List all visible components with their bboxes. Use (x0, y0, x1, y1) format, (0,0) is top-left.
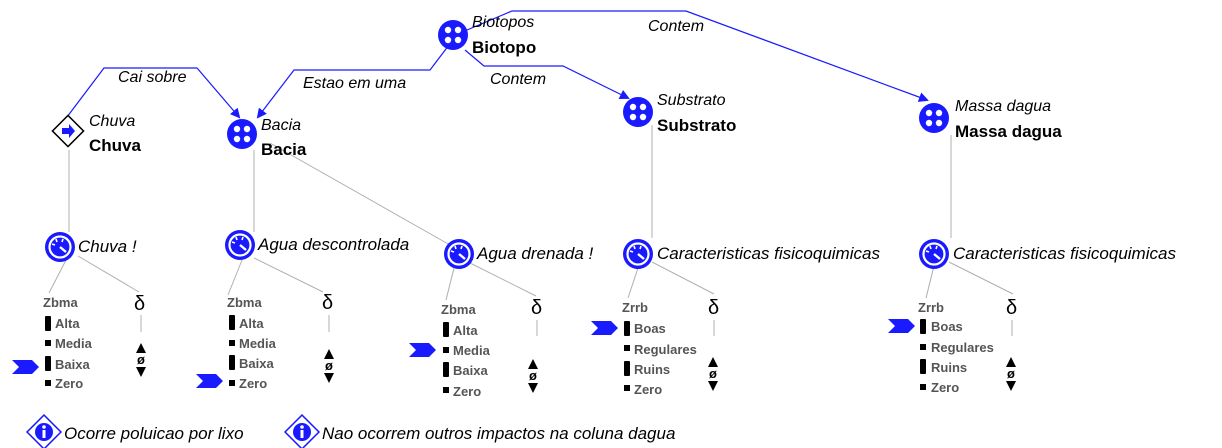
relation-label: Estao em uma (303, 75, 407, 92)
state-label: Baixa (453, 363, 488, 378)
delta-symbol: δ (134, 293, 146, 315)
state-label: Alta (453, 323, 478, 338)
scale-name: Zbma (441, 302, 476, 317)
state-label: Media (55, 336, 92, 351)
state-marker (920, 344, 926, 350)
chuva-diamond-arrow-icon (51, 114, 85, 148)
state-label: Alta (55, 316, 80, 331)
selection-chevron-icon (12, 360, 39, 374)
evaluator-label: Agua descontrolada (258, 235, 410, 254)
state-marker (624, 345, 630, 351)
state-label: Alta (239, 316, 264, 331)
state-label: Baixa (239, 356, 274, 371)
bacia-entity-icon (227, 119, 257, 149)
relation-label: Cai sobre (118, 69, 187, 86)
evaluator-label: Caracteristicas fisicoquimicas (657, 244, 880, 263)
state-marker (229, 355, 235, 370)
state-label: Regulares (634, 342, 697, 357)
phi-symbol: ø (325, 358, 333, 373)
agua-drenada-gauge-icon (442, 237, 476, 271)
state-marker (443, 322, 449, 337)
substrato-fq-gauge-icon (621, 237, 655, 271)
evaluator-label: Agua drenada ! (477, 244, 594, 263)
node-class-label: Chuva (89, 113, 136, 130)
selection-chevron-icon (591, 321, 618, 335)
node-class-label: Substrato (657, 92, 726, 109)
state-marker (443, 362, 449, 377)
node-class-label: Massa dagua (955, 98, 1052, 115)
state-label: Boas (931, 319, 963, 334)
state-label: Regulares (931, 340, 994, 355)
state-label: Zero (931, 380, 960, 395)
node-class-label: Biotopos (472, 14, 535, 31)
state-label: Media (239, 336, 276, 351)
state-label: Zero (634, 382, 663, 397)
phi-symbol: ø (1007, 366, 1015, 381)
chuva-gauge-icon (43, 230, 77, 264)
node-name: Chuva (89, 136, 141, 155)
state-marker (45, 380, 51, 386)
scenario-label: Nao ocorrem outros impactos na coluna da… (322, 424, 676, 443)
relation-label: Contem (490, 71, 547, 88)
state-label: Ruins (634, 362, 671, 377)
state-marker (920, 359, 926, 374)
phi-symbol: ø (529, 368, 537, 383)
state-marker (45, 340, 51, 346)
substrato-entity-icon (623, 97, 653, 127)
node-name: Bacia (261, 140, 307, 159)
state-marker (229, 315, 235, 330)
relation-arrows (66, 10, 929, 119)
scale-name: Zrrb (918, 300, 944, 315)
state-marker (45, 356, 51, 371)
state-label: Media (453, 343, 490, 358)
delta-symbol: δ (322, 292, 334, 314)
evaluator-label: Chuva ! (78, 237, 137, 256)
node-name: Massa dagua (955, 122, 1062, 141)
state-marker (920, 319, 926, 334)
state-label: Boas (634, 321, 666, 336)
state-marker (443, 347, 449, 353)
relation-label: Contem (648, 18, 705, 35)
state-marker (624, 321, 630, 336)
node-name: Biotopo (472, 38, 537, 57)
phi-symbol: ø (137, 352, 145, 367)
node-class-label: Bacia (261, 117, 302, 134)
scale-name: Zbma (227, 295, 262, 310)
state-marker (45, 316, 51, 331)
state-marker (229, 340, 235, 346)
state-label: Baixa (55, 357, 90, 372)
state-label: Zero (239, 376, 268, 391)
evaluator-label: Caracteristicas fisicoquimicas (953, 244, 1176, 263)
delta-symbol: δ (1006, 297, 1018, 319)
node-name: Substrato (657, 116, 737, 135)
state-label: Ruins (931, 360, 968, 375)
delta-symbol: δ (708, 297, 720, 319)
state-marker (920, 384, 926, 390)
state-marker (229, 380, 235, 386)
selection-chevron-icon (409, 343, 436, 357)
state-marker (443, 387, 449, 393)
selection-chevron-icon (196, 374, 223, 388)
selection-chevron-icon (888, 319, 915, 333)
scale-name: Zbma (43, 295, 78, 310)
state-marker (624, 361, 630, 376)
scenario-icon (283, 413, 321, 448)
phi-symbol: ø (709, 366, 717, 381)
biotopos-entity-icon (438, 20, 468, 50)
delta-symbol: δ (531, 297, 543, 319)
massa-fq-gauge-icon (917, 237, 951, 271)
massa-dagua-entity-icon (919, 103, 949, 133)
agua-descontrolada-gauge-icon (223, 228, 257, 262)
state-label: Zero (55, 376, 84, 391)
state-label: Zero (453, 384, 482, 399)
state-marker (624, 385, 630, 391)
scale-name: Zrrb (622, 300, 648, 315)
scenario-label: Ocorre poluicao por lixo (64, 424, 244, 443)
scenario-icon (25, 413, 63, 448)
